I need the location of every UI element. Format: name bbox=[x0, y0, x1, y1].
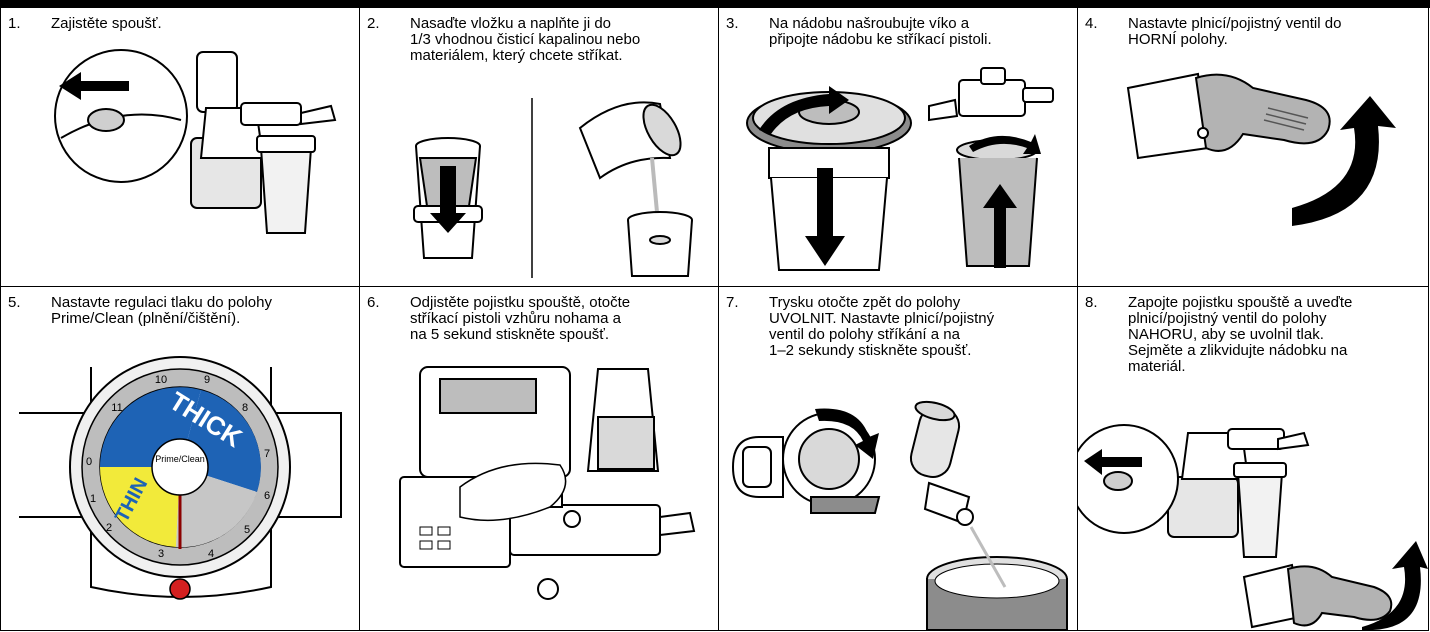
liner-fill-illustration bbox=[360, 8, 718, 287]
dial-center-label: Prime/Clean bbox=[155, 454, 205, 464]
step-8-panel: 8. Zapojte pojistku spouště a uveďte pln… bbox=[1078, 287, 1429, 630]
step-6-panel: 6. Odjistěte pojistku spouště, otočte st… bbox=[360, 287, 719, 630]
dial-number: 6 bbox=[264, 490, 270, 502]
inverted-sprayer-illustration bbox=[360, 287, 718, 630]
dial-number: 9 bbox=[204, 374, 210, 386]
top-rule bbox=[0, 0, 1430, 8]
step-7-panel: 7. Trysku otočte zpět do polohy UVOLNIT.… bbox=[719, 287, 1078, 630]
step-3-panel: 3. Na nádobu našroubujte víko a připojte… bbox=[719, 8, 1078, 287]
dial-number: 2 bbox=[106, 522, 112, 534]
dial-number: 1 bbox=[90, 493, 96, 505]
step-4-panel: 4. Nastavte plnicí/pojistný ventil do HO… bbox=[1078, 8, 1429, 287]
dial-number: 8 bbox=[242, 402, 248, 414]
pressure-relief-illustration bbox=[1078, 287, 1428, 630]
dial-number: 0 bbox=[86, 456, 92, 468]
pressure-dial-illustration: Prime/Clean THICK THIN 0 1 2 3 4 5 6 7 8… bbox=[1, 287, 359, 630]
step-5-panel: 5. Nastavte regulaci tlaku do polohy Pri… bbox=[1, 287, 360, 630]
dial-number: 4 bbox=[208, 548, 214, 560]
trigger-lock-sprayer-illustration bbox=[1, 8, 359, 287]
dial-number: 10 bbox=[155, 374, 167, 386]
prime-valve-up-illustration bbox=[1078, 8, 1428, 287]
dial-number: 3 bbox=[158, 548, 164, 560]
dial-number: 5 bbox=[244, 524, 250, 536]
dial-number: 7 bbox=[264, 448, 270, 460]
tip-unclog-spray-illustration bbox=[719, 287, 1077, 630]
instruction-grid: 1. Zajistěte spoušť. 2. Nasaďte vložku a… bbox=[0, 8, 1429, 631]
step-2-panel: 2. Nasaďte vložku a naplňte ji do 1/3 vh… bbox=[360, 8, 719, 287]
step-1-panel: 1. Zajistěte spoušť. bbox=[1, 8, 360, 287]
dial-number: 11 bbox=[111, 402, 122, 414]
lid-attach-illustration bbox=[719, 8, 1077, 287]
